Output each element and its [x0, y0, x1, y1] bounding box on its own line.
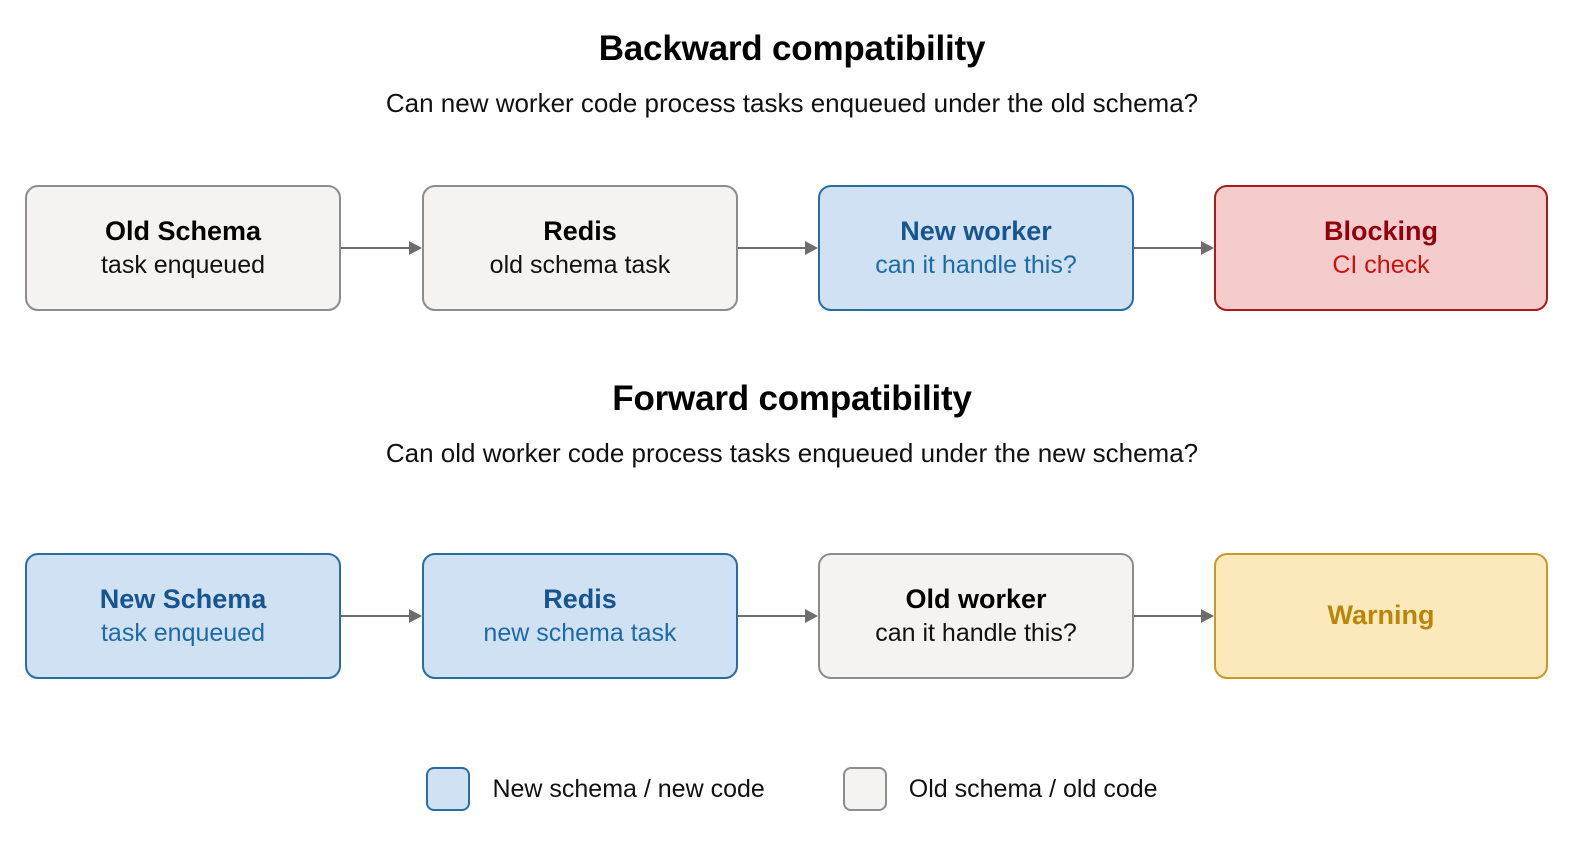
node-new-schema: New Schema task enqueued	[25, 553, 341, 679]
legend: New schema / new code Old schema / old c…	[0, 767, 1584, 811]
arrow-right-icon	[341, 241, 422, 255]
node-title: New Schema	[99, 583, 267, 614]
section-title-backward: Backward compatibility	[598, 29, 986, 68]
arrow-right-icon	[738, 241, 818, 255]
node-redis-new: Redis new schema task	[422, 553, 738, 679]
node-title: Old Schema	[104, 215, 262, 246]
node-title: Redis	[543, 215, 617, 246]
arrow-head	[409, 241, 422, 255]
arrow-head	[805, 241, 818, 255]
arrow-right-icon	[1134, 609, 1214, 623]
arrow-right-icon	[341, 609, 422, 623]
node-redis-old: Redis old schema task	[422, 185, 738, 311]
legend-item-new: New schema / new code	[426, 767, 765, 811]
node-subtitle: can it handle this?	[875, 250, 1077, 279]
section-subtitle-forward: Can old worker code process tasks enqueu…	[385, 438, 1199, 468]
flow-row-backward: Old Schema task enqueued Redis old schem…	[0, 185, 1584, 315]
node-subtitle: old schema task	[489, 250, 671, 279]
arrow-right-icon	[1134, 241, 1214, 255]
node-title: Warning	[1327, 600, 1435, 631]
node-subtitle: new schema task	[483, 618, 677, 647]
node-subtitle: CI check	[1332, 250, 1430, 279]
arrow-right-icon	[738, 609, 818, 623]
node-old-schema: Old Schema task enqueued	[25, 185, 341, 311]
node-title: Old worker	[905, 583, 1047, 614]
arrow-shaft	[738, 247, 806, 249]
arrow-shaft	[1134, 247, 1202, 249]
flow-row-forward: New Schema task enqueued Redis new schem…	[0, 553, 1584, 683]
node-warning: Warning	[1214, 553, 1548, 679]
legend-swatch-grey-icon	[842, 767, 887, 811]
arrow-shaft	[1134, 615, 1202, 617]
arrow-shaft	[341, 247, 410, 249]
node-title: Blocking	[1323, 215, 1438, 246]
legend-swatch-blue-icon	[426, 767, 471, 811]
legend-item-old: Old schema / old code	[842, 767, 1158, 811]
node-title: New worker	[900, 215, 1052, 246]
node-title: Redis	[543, 583, 617, 614]
node-old-worker: Old worker can it handle this?	[818, 553, 1134, 679]
arrow-head	[1201, 241, 1214, 255]
section-title-forward: Forward compatibility	[612, 379, 972, 418]
arrow-shaft	[341, 615, 410, 617]
legend-label: New schema / new code	[492, 774, 765, 803]
node-subtitle: can it handle this?	[875, 618, 1077, 647]
node-blocking-ci-check: Blocking CI check	[1214, 185, 1548, 311]
node-new-worker: New worker can it handle this?	[818, 185, 1134, 311]
legend-label: Old schema / old code	[908, 774, 1158, 803]
arrow-head	[409, 609, 422, 623]
arrow-head	[1201, 609, 1214, 623]
node-subtitle: task enqueued	[100, 250, 266, 279]
arrow-shaft	[738, 615, 806, 617]
section-subtitle-backward: Can new worker code process tasks enqueu…	[385, 88, 1199, 118]
arrow-head	[805, 609, 818, 623]
node-subtitle: task enqueued	[100, 618, 266, 647]
